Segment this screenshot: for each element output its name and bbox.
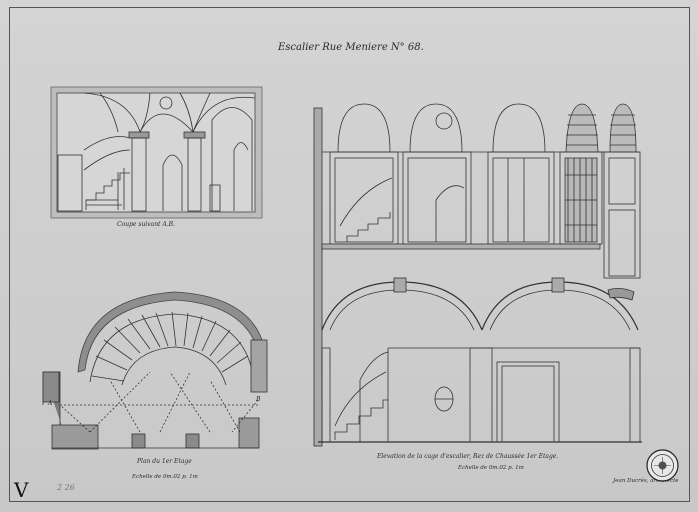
architect-signature: Jean Ducrès, architecte [613, 478, 679, 484]
plan-caption: Plan du 1er Etage [137, 458, 192, 465]
section-caption: Coupe suivant A.B. [117, 221, 175, 228]
sheet-number-mark: 2 26 [57, 483, 75, 492]
sheet-title: Escalier Rue Meniere N° 68. [278, 42, 424, 53]
plan-drawing [42, 291, 268, 450]
plan-scale-caption: Echelle de 0m.02 p. 1m [132, 474, 198, 480]
section-drawing [50, 86, 263, 219]
plan-label-a: A [48, 400, 53, 407]
archive-stamp-icon [646, 449, 679, 482]
elevation-drawing [313, 103, 642, 447]
elevation-caption: Elevation de la cage d'escalier, Rez de … [377, 453, 559, 460]
plan-label-b: B [256, 396, 261, 403]
elevation-scale-caption: Echelle de 0m.02 p. 1m [458, 465, 524, 471]
sheet-letter-mark: V [14, 478, 29, 502]
sheet-frame [9, 7, 690, 502]
